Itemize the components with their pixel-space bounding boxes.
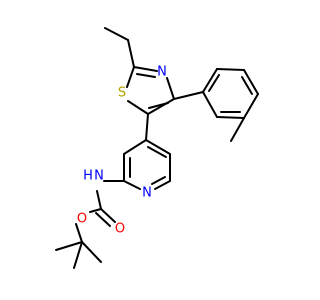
bond-tbutyl-ch3-1 — [55, 241, 83, 251]
bond-tolyl-1 — [202, 68, 218, 93]
bond-ethyl-ch2-c2 — [127, 39, 135, 68]
carbonyl-oxygen-label: O — [115, 222, 125, 237]
carbonyl-oxygen: O — [115, 222, 125, 237]
bond-o-tbutyl — [75, 223, 83, 243]
bond-c2-n3 — [133, 66, 158, 72]
bond-c4-c5 — [147, 98, 175, 115]
bond-n3-c4 — [166, 77, 175, 100]
bond-tbutyl-ch3-3 — [81, 241, 102, 263]
carbamate-nh: H N — [83, 169, 104, 184]
thiazole-sulfur-label: S — [118, 86, 126, 101]
ester-oxygen-label: O — [77, 212, 87, 227]
bond-tolyl-1-double — [208, 74, 220, 92]
thiazole-sulfur: S — [118, 86, 126, 101]
bond-tolyl-2 — [216, 68, 245, 71]
bond-tolyl-methyl — [230, 117, 245, 142]
bond-s1-c2 — [126, 66, 135, 88]
bond-carbonyl-o — [100, 208, 116, 223]
bond-pyr-c2-n1 — [154, 180, 171, 190]
bond-pyr-c4-c3 — [145, 139, 171, 155]
thiazole-nitrogen: N — [157, 65, 167, 80]
bond-c4-c5-double — [148, 102, 169, 109]
bond-tolyl-5 — [216, 116, 245, 119]
thiazole-nitrogen-label: N — [157, 65, 167, 80]
bond-pyr-c5-c4 — [123, 139, 147, 155]
bond-tbutyl-ch3-2 — [73, 241, 83, 269]
bond-c2-n3-double — [136, 73, 156, 78]
bond-tolyl-6 — [202, 91, 218, 118]
bonds — [55, 27, 259, 269]
bond-tolyl-3-double — [241, 76, 253, 95]
ester-oxygen: O — [77, 212, 87, 227]
pyridine-nitrogen-label: N — [142, 186, 152, 201]
bond-pyr-c2-n1-double — [151, 176, 166, 185]
bond-c5-s1 — [127, 100, 149, 115]
bond-carbonyl-o-ester — [89, 208, 102, 213]
atom-labels: N S N H N O O — [77, 65, 167, 237]
bond-ethyl-ch3-ch2 — [104, 27, 129, 41]
molecule-structure: N S N H N O O — [55, 27, 259, 269]
bond-carbonyl-o-double — [95, 212, 111, 227]
carbamate-h-label: H — [83, 169, 93, 184]
bond-tolyl-3 — [243, 69, 259, 95]
bond-tolyl-4 — [243, 93, 259, 119]
bond-pyr-n1-c6 — [123, 180, 141, 190]
bond-c5-pyridine — [145, 113, 149, 141]
carbamate-n-label: N — [94, 169, 104, 184]
bond-c4-tolyl — [173, 91, 204, 100]
bond-pyr-c4-c3-double — [147, 146, 167, 158]
bond-nh-carbonyl — [96, 190, 102, 210]
pyridine-nitrogen: N — [142, 186, 152, 201]
